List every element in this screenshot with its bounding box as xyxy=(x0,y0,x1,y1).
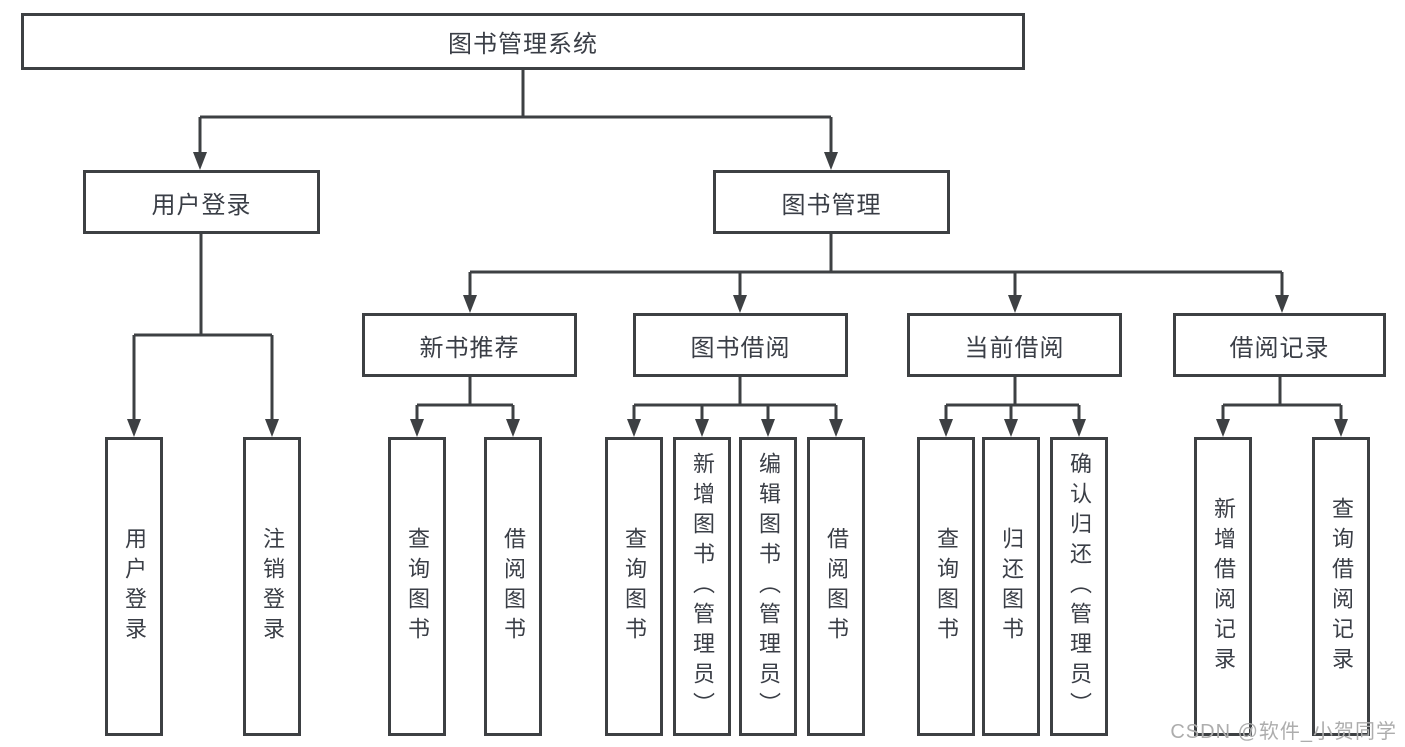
leaf-cb-query-book-node: 查询图书 xyxy=(917,437,975,736)
connector-current-borrow-to-leaves xyxy=(939,377,1086,437)
connector-root-to-level2 xyxy=(193,70,838,170)
connector-new-book-recommend-to-leaves xyxy=(410,377,520,437)
leaf-cb-confirm-return-admin-node: 确认归还（管理员） xyxy=(1050,437,1108,736)
leaf-br-add-record-node: 新增借阅记录 xyxy=(1194,437,1252,736)
group-book-borrow-node: 图书借阅 xyxy=(633,313,848,377)
group-new-book-recommend-node: 新书推荐 xyxy=(362,313,577,377)
group-current-borrow-node: 当前借阅 xyxy=(907,313,1122,377)
leaf-cb-return-book-node: 归还图书 xyxy=(982,437,1040,736)
group-borrow-record-node: 借阅记录 xyxy=(1173,313,1386,377)
leaf-bb-add-book-admin-node: 新增图书（管理员） xyxy=(673,437,731,736)
connector-book-borrow-to-leaves xyxy=(627,377,843,437)
connector-borrow-record-to-leaves xyxy=(1216,377,1348,437)
root-node: 图书管理系统 xyxy=(21,13,1025,70)
leaf-bb-borrow-book-node: 借阅图书 xyxy=(807,437,865,736)
leaf-user-login-node: 用户登录 xyxy=(105,437,163,736)
leaf-br-query-record-node: 查询借阅记录 xyxy=(1312,437,1370,736)
leaf-nbr-borrow-book-node: 借阅图书 xyxy=(484,437,542,736)
csdn-watermark: CSDN @软件_小贺同学 xyxy=(1170,721,1397,743)
leaf-logout-node: 注销登录 xyxy=(243,437,301,736)
connector-user-login-to-leaves xyxy=(127,234,279,437)
leaf-bb-edit-book-admin-node: 编辑图书（管理员） xyxy=(739,437,797,736)
connector-book-management-to-groups xyxy=(463,234,1289,313)
branch-user-login-node: 用户登录 xyxy=(83,170,320,234)
leaf-nbr-query-book-node: 查询图书 xyxy=(388,437,446,736)
leaf-bb-query-book-node: 查询图书 xyxy=(605,437,663,736)
branch-book-management-node: 图书管理 xyxy=(713,170,950,234)
